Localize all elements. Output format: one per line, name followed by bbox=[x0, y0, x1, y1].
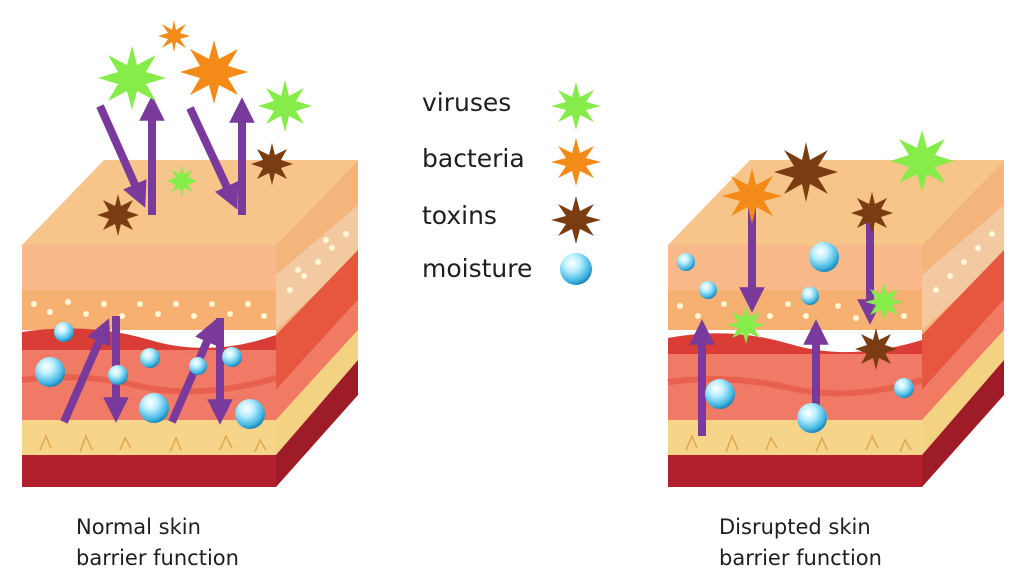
orange-star-icon bbox=[551, 138, 601, 186]
normal-internal-arrows bbox=[60, 316, 233, 425]
disrupted-pathogens bbox=[722, 130, 954, 370]
normal-block-side bbox=[276, 160, 358, 487]
water-droplet-icon bbox=[894, 378, 914, 398]
normal-fat-fibers bbox=[39, 433, 267, 453]
green-star-icon bbox=[865, 283, 903, 321]
normal-surface-arrows bbox=[96, 95, 255, 215]
caption-line: barrier function bbox=[719, 546, 882, 570]
disrupted-block-front bbox=[667, 245, 923, 487]
disrupted-moisture-droplets bbox=[677, 242, 914, 433]
normal-block-front bbox=[21, 245, 277, 487]
water-droplet-icon bbox=[35, 357, 65, 387]
caption-line: Disrupted skin bbox=[719, 515, 871, 539]
water-droplet-icon bbox=[54, 322, 74, 342]
water-droplet-icon bbox=[108, 365, 128, 385]
orange-star-icon bbox=[180, 40, 248, 104]
arrow-down bbox=[96, 104, 147, 208]
water-droplet-icon bbox=[677, 253, 695, 271]
water-droplet-icon bbox=[139, 393, 169, 423]
disrupted-skin-caption: Disrupted skin barrier function bbox=[719, 512, 882, 574]
disrupted-fat-fibers bbox=[685, 433, 912, 453]
water-droplet-icon bbox=[801, 287, 819, 305]
legend-label-toxins: toxins bbox=[422, 201, 497, 230]
orange-star-icon bbox=[158, 20, 190, 52]
disrupted-skin-block bbox=[667, 130, 1004, 487]
green-star-icon bbox=[890, 130, 954, 192]
legend-label-viruses: viruses bbox=[422, 88, 512, 117]
legend-label-moisture: moisture bbox=[422, 254, 533, 283]
normal-moisture-droplets bbox=[35, 322, 265, 429]
brown-star-icon bbox=[251, 143, 293, 185]
caption-line: Normal skin bbox=[76, 515, 201, 539]
brown-star-icon bbox=[855, 328, 897, 370]
water-droplet-icon bbox=[809, 242, 839, 272]
legend-label-bacteria: bacteria bbox=[422, 144, 525, 173]
arrow-up bbox=[60, 318, 111, 424]
water-droplet-icon bbox=[235, 399, 265, 429]
brown-star-icon bbox=[97, 194, 139, 236]
disrupted-block-side bbox=[922, 160, 1004, 487]
legend-icons bbox=[551, 82, 601, 285]
green-star-icon bbox=[258, 80, 312, 132]
orange-star-icon bbox=[722, 168, 782, 224]
water-droplet-icon bbox=[140, 348, 160, 368]
green-star-icon bbox=[727, 306, 765, 344]
water-droplet-icon bbox=[797, 403, 827, 433]
arrow-down bbox=[186, 106, 239, 210]
normal-pathogens bbox=[97, 20, 312, 236]
brown-star-icon bbox=[551, 196, 601, 244]
water-droplet-icon bbox=[560, 253, 592, 285]
water-droplet-icon bbox=[699, 281, 717, 299]
green-star-icon bbox=[98, 46, 166, 110]
normal-skin-caption: Normal skin barrier function bbox=[76, 512, 239, 574]
brown-star-icon bbox=[851, 192, 893, 234]
arrow-up bbox=[168, 318, 219, 424]
green-star-icon bbox=[551, 82, 601, 130]
water-droplet-icon bbox=[222, 347, 242, 367]
normal-fat-dots bbox=[31, 231, 349, 319]
green-star-icon bbox=[167, 165, 197, 197]
normal-skin-block bbox=[21, 20, 358, 487]
caption-line: barrier function bbox=[76, 546, 239, 570]
brown-star-icon bbox=[774, 142, 838, 202]
water-droplet-icon bbox=[705, 379, 735, 409]
normal-block-top bbox=[22, 160, 358, 245]
water-droplet-icon bbox=[189, 357, 207, 375]
